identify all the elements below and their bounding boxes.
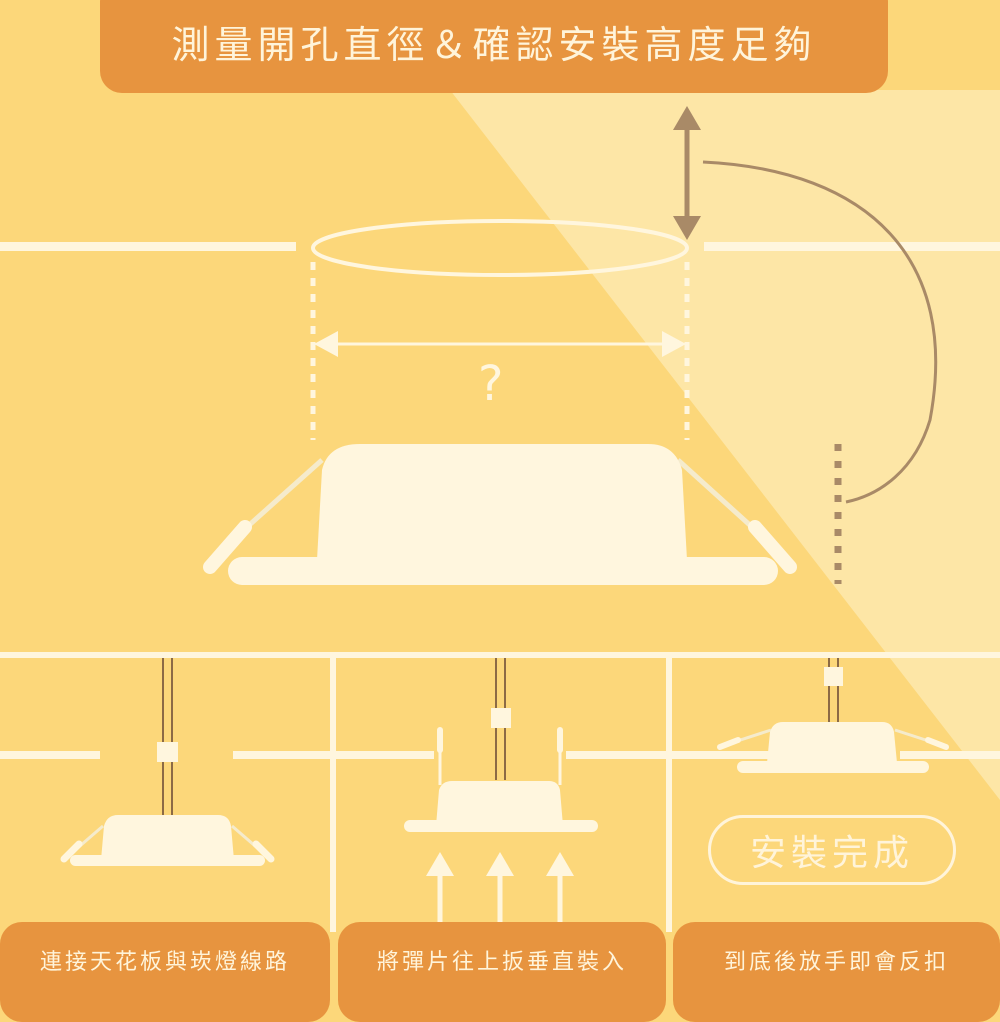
ceiling-line-right bbox=[704, 242, 1000, 251]
diameter-arrow-icon bbox=[314, 331, 686, 357]
step3-caption-text: 到底後放手即會反扣 bbox=[723, 950, 949, 975]
panel-divider-top bbox=[0, 652, 1000, 658]
ceiling-hole-ellipse bbox=[311, 219, 689, 277]
step1-caption-text: 連接天花板與崁燈線路 bbox=[39, 950, 290, 975]
step3-caption: 到底後放手即會反扣 bbox=[673, 922, 1000, 1022]
illustration-canvas bbox=[0, 90, 1000, 935]
step2-illustration bbox=[336, 658, 666, 935]
step2-caption: 將彈片往上扳垂直裝入 bbox=[338, 922, 666, 1022]
light-beam bbox=[450, 90, 1000, 800]
downlight-fixture-main bbox=[203, 444, 797, 585]
step2-caption-text: 將彈片往上扳垂直裝入 bbox=[376, 950, 627, 975]
diagram-graphics bbox=[0, 90, 1000, 935]
step1-caption: 連接天花板與崁燈線路 bbox=[0, 922, 330, 1022]
height-curve-icon bbox=[702, 160, 938, 504]
ceiling-line-left bbox=[0, 242, 296, 251]
diameter-question-mark: ? bbox=[478, 356, 504, 412]
step3-illustration bbox=[672, 658, 1000, 773]
completion-badge: 安裝完成 bbox=[708, 815, 956, 885]
panel-divider-2 bbox=[666, 652, 672, 932]
title-banner: 測量開孔直徑＆確認安裝高度足夠 bbox=[100, 0, 888, 93]
step1-illustration bbox=[0, 658, 331, 866]
height-arrow-icon bbox=[673, 106, 701, 240]
panel-divider-1 bbox=[330, 652, 336, 932]
page-title: 測量開孔直徑＆確認安裝高度足夠 bbox=[171, 23, 817, 67]
